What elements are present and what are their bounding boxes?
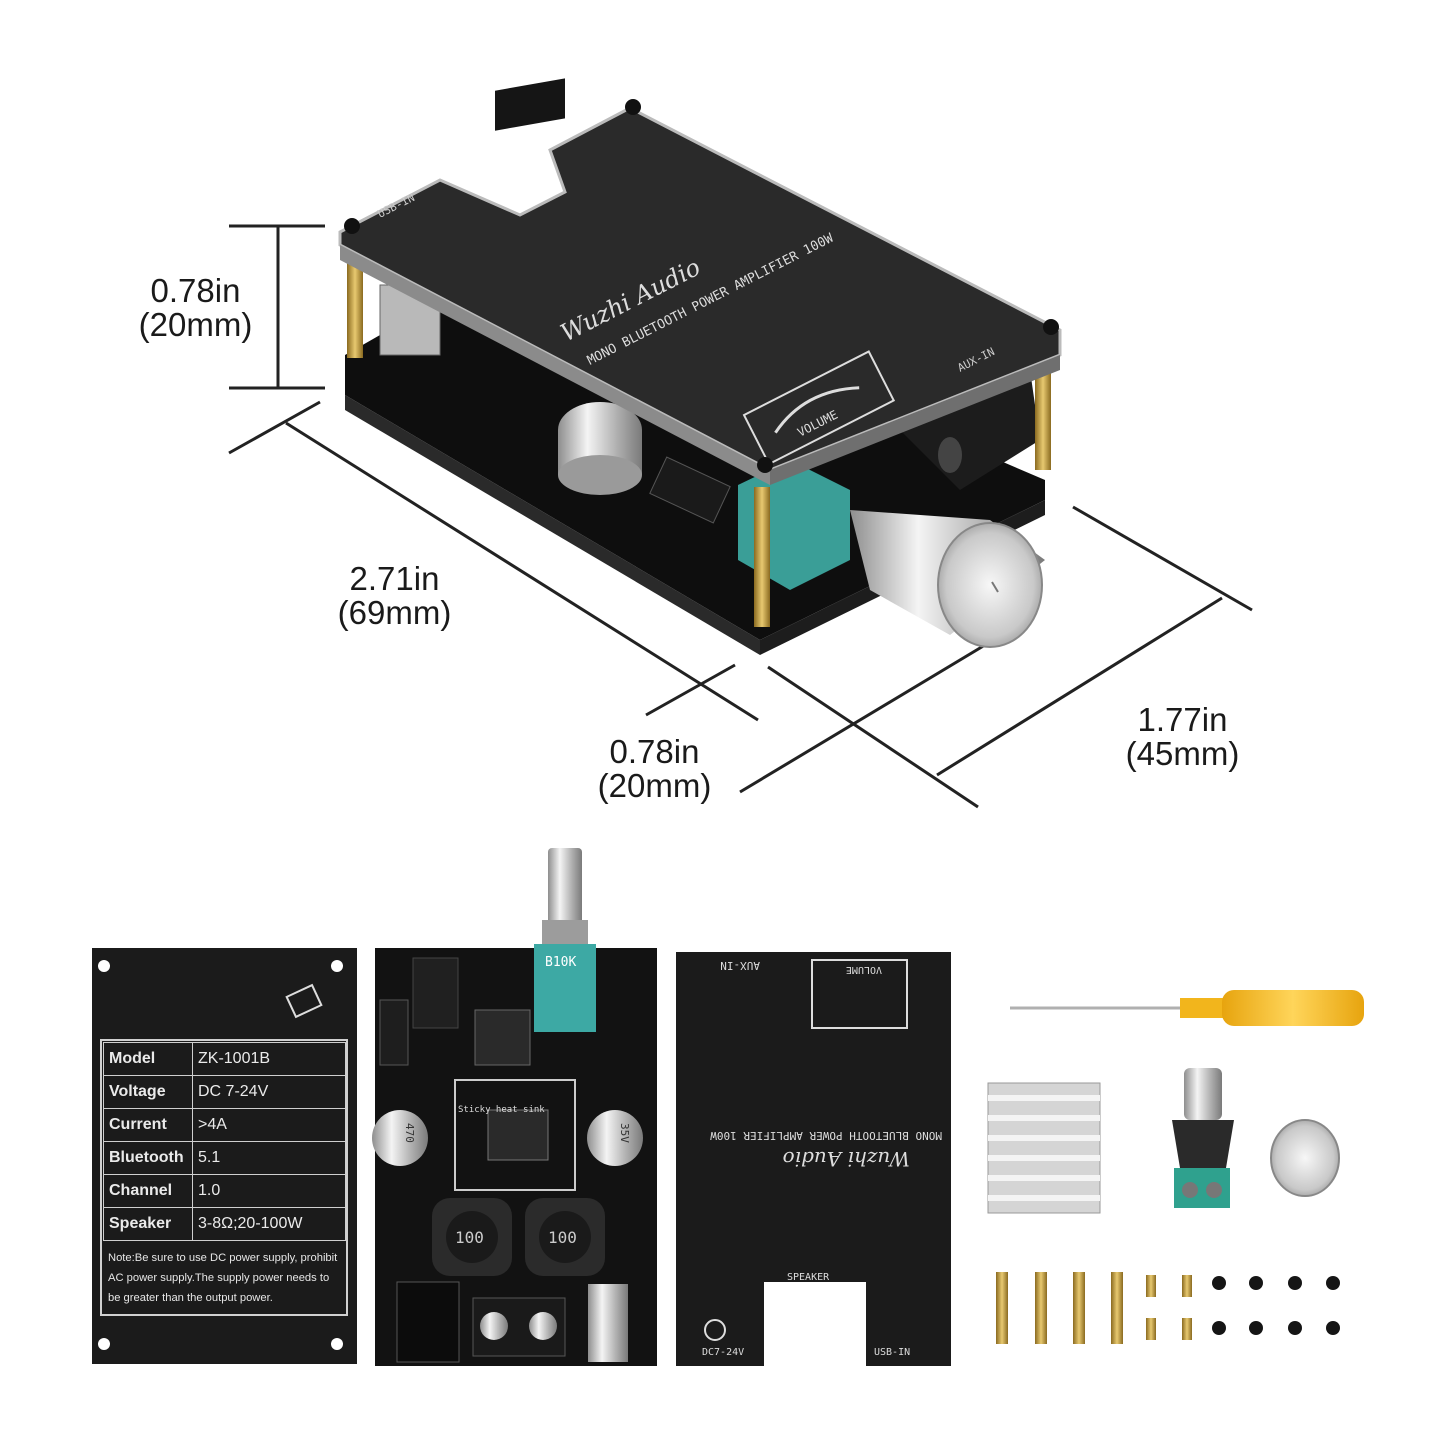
speaker-label-flat: SPEAKER <box>787 1272 830 1283</box>
screws <box>344 99 1059 473</box>
speaker-terminal <box>495 78 565 131</box>
top-plate-notch <box>764 1282 866 1366</box>
spec-key: Speaker <box>103 1207 193 1241</box>
width-in: 1.77in <box>1137 701 1228 738</box>
top-plate: Wuzhi Audio MONO BLUETOOTH POWER AMPLIFI… <box>338 106 1062 485</box>
usb-port-top <box>588 1284 628 1362</box>
heatsink-note: Sticky heat sink <box>458 1105 545 1115</box>
aux-jack <box>900 370 1040 490</box>
pot-shaft <box>548 848 582 928</box>
capacitor-left <box>372 1110 428 1166</box>
spec-key: Channel <box>103 1174 193 1208</box>
screw-icon <box>1212 1276 1340 1335</box>
cap-label: 470 <box>403 1123 416 1143</box>
height-dimension: 0.78in (20mm) <box>128 274 263 342</box>
knob-icon <box>1270 1119 1340 1197</box>
inductor-label: 100 <box>455 1228 484 1247</box>
spec-key: Bluetooth <box>103 1141 193 1175</box>
spec-value: ZK-1001B <box>192 1042 346 1076</box>
cap-label-2: 35V <box>618 1123 631 1143</box>
heatsink-area <box>454 1079 576 1191</box>
bluetooth-chip-icon <box>285 983 323 1019</box>
dc-jack-icon <box>1172 1068 1234 1208</box>
width-dimension: 1.77in (45mm) <box>1110 703 1255 771</box>
table-row: Current>4A <box>103 1108 346 1142</box>
height-in: 0.78in <box>150 272 241 309</box>
product-label-flat: MONO BLUETOOTH POWER AMPLIFIER 100W <box>710 1129 942 1142</box>
width-mm: (45mm) <box>1125 735 1240 772</box>
standoff-icon <box>996 1272 1192 1344</box>
capacitor-right <box>587 1110 643 1166</box>
length-dimension: 2.71in (69mm) <box>322 562 467 630</box>
spec-key: Model <box>103 1042 193 1076</box>
brand-label-flat: Wuzhi Audio <box>783 1147 910 1171</box>
volume-knob <box>850 510 1045 648</box>
depth-dimension: 0.78in (20mm) <box>582 735 727 803</box>
dc-jack <box>396 1281 460 1363</box>
spec-key: Voltage <box>103 1075 193 1109</box>
depth-mm: (20mm) <box>597 767 712 804</box>
chip <box>474 1009 531 1066</box>
spec-value: 1.0 <box>192 1174 346 1208</box>
spec-value: 5.1 <box>192 1141 346 1175</box>
dc-label-flat: DC7-24V <box>702 1347 744 1358</box>
length-mm: (69mm) <box>337 594 452 631</box>
screwdriver-icon <box>1010 990 1364 1026</box>
aux-in-label-flat: AUX-IN <box>720 959 760 972</box>
spec-value: 3-8Ω;20-100W <box>192 1207 346 1241</box>
dimension-lines <box>228 224 1253 809</box>
spec-value: DC 7-24V <box>192 1075 346 1109</box>
depth-in: 0.78in <box>609 733 700 770</box>
volume-label-flat: VOLUME <box>846 964 882 975</box>
pot-body <box>534 944 596 1032</box>
spec-note: Note:Be sure to use DC power supply, pro… <box>108 1252 338 1304</box>
height-mm: (20mm) <box>138 306 253 343</box>
spec-key: Current <box>103 1108 193 1142</box>
length-in: 2.71in <box>349 560 440 597</box>
heatsink-icon <box>987 1082 1101 1214</box>
pot-label: B10K <box>545 955 576 970</box>
inductor-label-2: 100 <box>548 1228 577 1247</box>
spec-value: >4A <box>192 1108 346 1142</box>
usb-in-label-flat: USB-IN <box>874 1347 910 1358</box>
